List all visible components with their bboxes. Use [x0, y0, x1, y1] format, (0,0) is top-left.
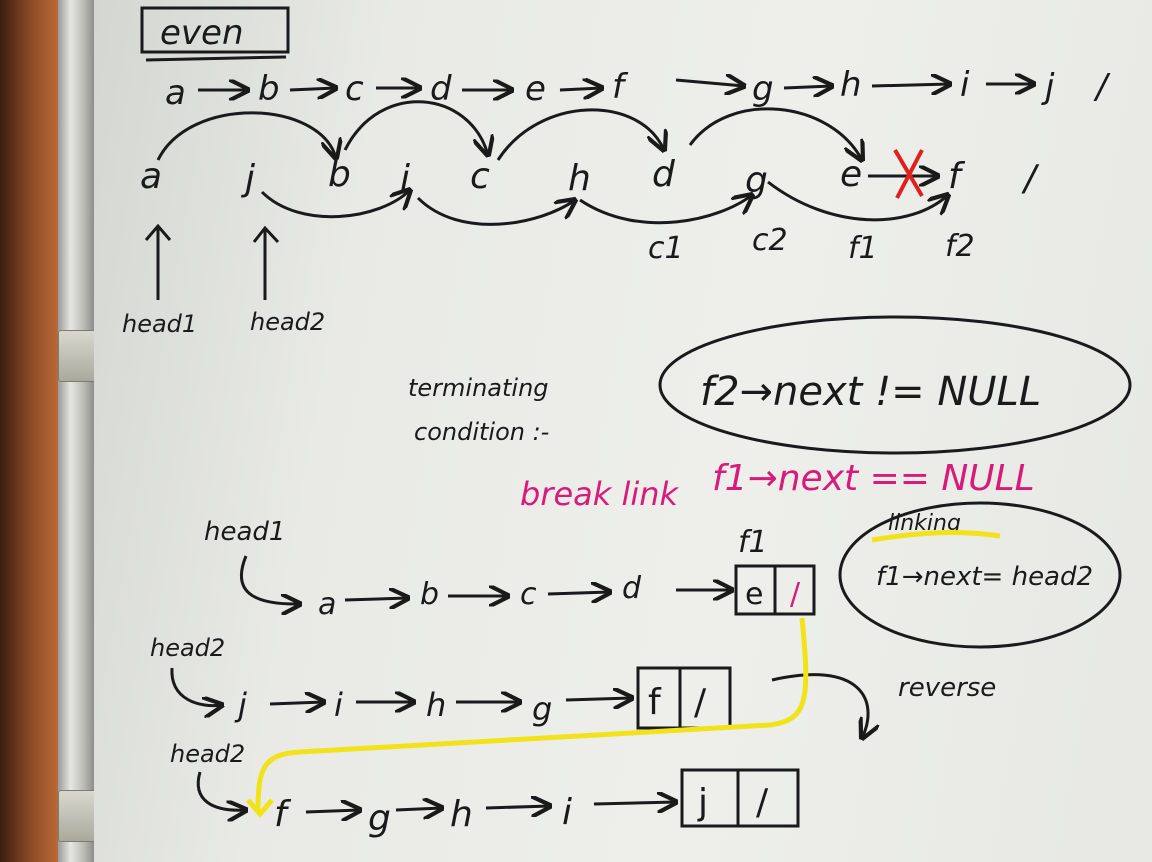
list1-head-label: head1 — [204, 517, 285, 547]
terminating-label-line1: terminating — [408, 374, 549, 402]
list1-tail-box: e / — [734, 564, 816, 616]
interleaved-row: a j b i c h d g e f / — [140, 154, 1040, 201]
svg-text:f: f — [648, 682, 662, 723]
node: e — [840, 154, 862, 195]
list3-head-label: head2 — [170, 740, 245, 768]
svg-text:/: / — [756, 782, 769, 823]
node: j — [240, 158, 255, 199]
list1-head-arrow — [240, 555, 300, 604]
node: i — [400, 158, 410, 199]
list2-tail-box: f / — [636, 666, 732, 730]
head-pointers — [144, 223, 280, 300]
list2-node: i — [334, 686, 343, 724]
list1-tail-label: f1 — [738, 525, 768, 560]
node: f — [948, 156, 966, 197]
list1-node: b — [420, 577, 439, 612]
top-node: d — [430, 69, 452, 109]
node: h — [568, 158, 591, 199]
list3-node: g — [368, 798, 391, 839]
node: g — [745, 160, 768, 201]
node: a — [140, 156, 162, 197]
whiteboard — [94, 0, 1152, 862]
linking-underline — [871, 530, 1001, 543]
reverse-arrow — [771, 673, 868, 738]
list2-node: j — [234, 686, 247, 724]
top-node: / — [1093, 67, 1111, 107]
label-c1: c1 — [648, 231, 684, 266]
pointer-labels: c1 c2 f1 f2 — [648, 223, 975, 266]
title-text: even — [160, 13, 244, 53]
top-node: i — [960, 65, 970, 105]
list3-node: i — [562, 792, 572, 833]
upper-arcs — [156, 100, 862, 160]
list2-nodes: j i h g — [234, 686, 552, 728]
terminating-label-line2: condition :- — [414, 418, 549, 446]
svg-text:e: e — [745, 577, 763, 612]
list2-node: h — [426, 686, 446, 724]
yellow-link-arrow — [255, 617, 809, 813]
list3-node: f — [274, 794, 292, 835]
top-node: e — [525, 69, 546, 109]
svg-text:/: / — [790, 577, 801, 612]
lower-arcs — [260, 180, 948, 226]
top-node: a — [165, 73, 186, 113]
list2-node: g — [532, 690, 552, 728]
top-node: h — [840, 65, 862, 105]
linking-ellipse — [838, 501, 1122, 649]
node: c — [470, 156, 490, 197]
list1-node: a — [318, 587, 336, 622]
label-c2: c2 — [752, 223, 788, 258]
reverse-label: reverse — [898, 673, 996, 703]
top-node: j — [1041, 67, 1055, 107]
list1-node: c — [520, 577, 537, 612]
list3-head-arrow — [196, 771, 246, 810]
break-link-label: break link — [520, 475, 680, 513]
list2-head-label: head2 — [150, 634, 225, 662]
top-node: f — [612, 67, 629, 107]
list2-head-arrow — [170, 667, 222, 706]
svg-text:j: j — [697, 782, 708, 823]
condition-ellipse — [658, 315, 1132, 455]
list3-node: h — [450, 794, 473, 835]
linking-code: f1→next= head2 — [876, 562, 1093, 592]
svg-text:/: / — [694, 682, 707, 723]
list1-node: d — [622, 571, 642, 606]
top-node: c — [345, 69, 364, 109]
top-node: b — [258, 69, 280, 109]
list1-nodes: a b c d — [318, 571, 642, 622]
break-link-code: f1→next == NULL — [712, 458, 1035, 499]
label-f1: f1 — [848, 231, 878, 266]
node: / — [1021, 158, 1040, 199]
node: b — [328, 154, 351, 195]
title-box — [140, 6, 290, 54]
label-head1: head1 — [122, 310, 197, 338]
whiteboard-frame — [58, 0, 94, 862]
wall — [0, 0, 60, 862]
top-node: g — [752, 69, 774, 109]
top-arrows — [198, 80, 1034, 90]
node: d — [652, 154, 676, 195]
list3-nodes: f g h i — [274, 792, 572, 839]
list3-tail-box: j / — [680, 768, 800, 828]
condition-text: f2→next != NULL — [700, 369, 1041, 415]
cross-icon — [893, 148, 924, 199]
label-head2: head2 — [250, 308, 325, 336]
label-f2: f2 — [945, 229, 975, 264]
